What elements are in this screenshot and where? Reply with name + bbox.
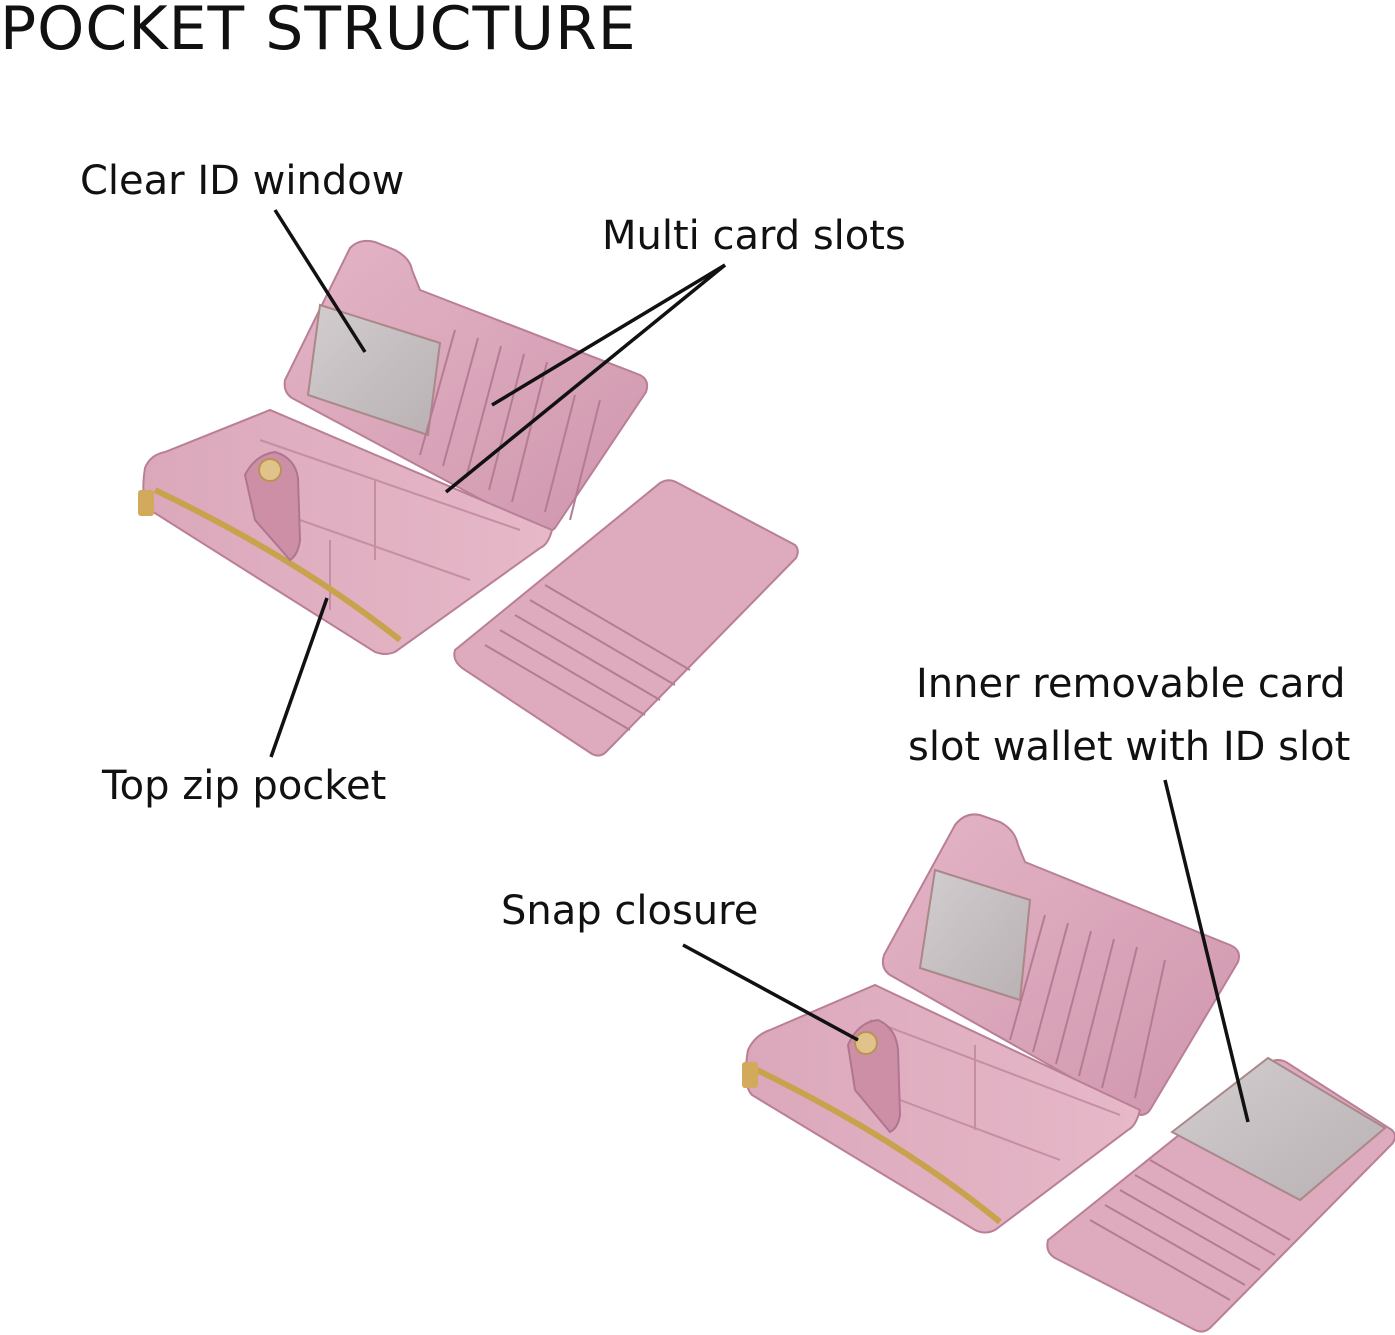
zipper-pull-top <box>138 490 154 516</box>
snap-strap-top <box>243 450 302 562</box>
wallet-open-bottom <box>742 813 1240 1234</box>
annotation-lines <box>269 209 1250 1123</box>
leader-snap <box>682 943 859 1042</box>
label-top-zip-pocket: Top zip pocket <box>102 763 387 809</box>
snap-button-top <box>258 458 282 482</box>
card-panel-top <box>283 239 649 534</box>
removable-card-wallet-bottom <box>1046 1056 1395 1333</box>
leader-zip <box>269 597 329 758</box>
label-snap-closure: Snap closure <box>501 888 759 934</box>
leader-removable <box>1163 779 1250 1123</box>
id-window-bottom <box>918 868 1032 1002</box>
snap-button-bottom <box>854 1031 878 1055</box>
label-inner-removable-2: slot wallet with ID slot <box>908 724 1351 770</box>
leader-multi-card-1 <box>491 263 726 407</box>
zipper-top <box>153 487 402 643</box>
leader-multi-card-2 <box>444 263 727 494</box>
zipper-bottom <box>755 1067 1002 1225</box>
zipper-pull-bottom <box>742 1062 758 1088</box>
label-multi-card-slots: Multi card slots <box>602 213 906 259</box>
card-slot-lines-bottom <box>1009 914 1166 1099</box>
removable-card-wallet-top <box>453 479 799 757</box>
wallet-body-bottom <box>744 983 1142 1234</box>
page-title: POCKET STRUCTURE <box>0 0 637 64</box>
leader-clear-id <box>273 209 367 353</box>
id-window-removable <box>1170 1056 1387 1202</box>
label-clear-id-window: Clear ID window <box>80 158 405 204</box>
card-slot-lines-top <box>419 329 601 521</box>
id-window-top <box>306 303 442 437</box>
label-inner-removable-1: Inner removable card <box>916 661 1346 707</box>
wallet-open-top <box>138 239 649 655</box>
